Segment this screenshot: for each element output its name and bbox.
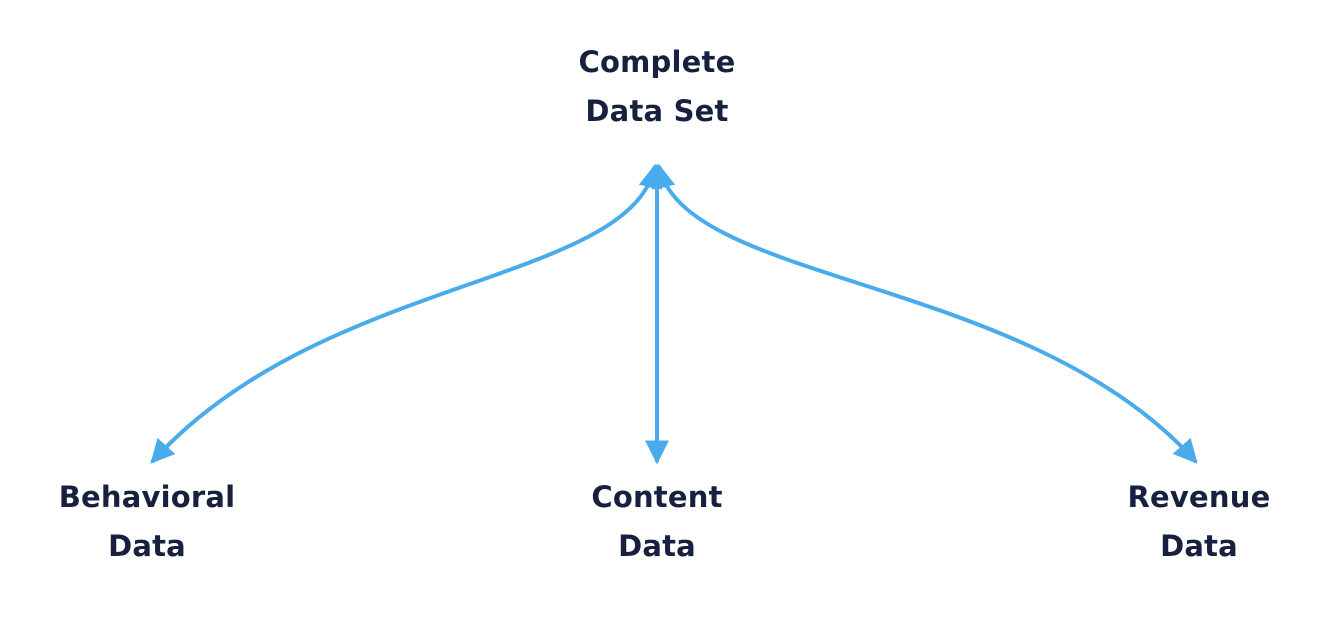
arrow-top-to-left (150, 163, 663, 464)
node-content-data: Content Data (527, 473, 787, 571)
node-revenue-data: Revenue Data (1069, 473, 1329, 571)
node-behavioral-data: Behavioral Data (17, 473, 277, 571)
node-complete-data-set-line2: Data Set (585, 94, 729, 128)
node-behavioral-data-line1: Behavioral (58, 480, 236, 514)
node-revenue-data-line2: Data (1160, 529, 1238, 563)
node-complete-data-set-line1: Complete (578, 45, 736, 79)
node-behavioral-data-line2: Data (108, 529, 186, 563)
node-complete-data-set: Complete Data Set (527, 38, 787, 136)
node-content-data-line2: Data (618, 529, 696, 563)
node-revenue-data-line1: Revenue (1127, 480, 1271, 514)
arrow-top-to-right (651, 163, 1198, 464)
node-content-data-line1: Content (591, 480, 723, 514)
